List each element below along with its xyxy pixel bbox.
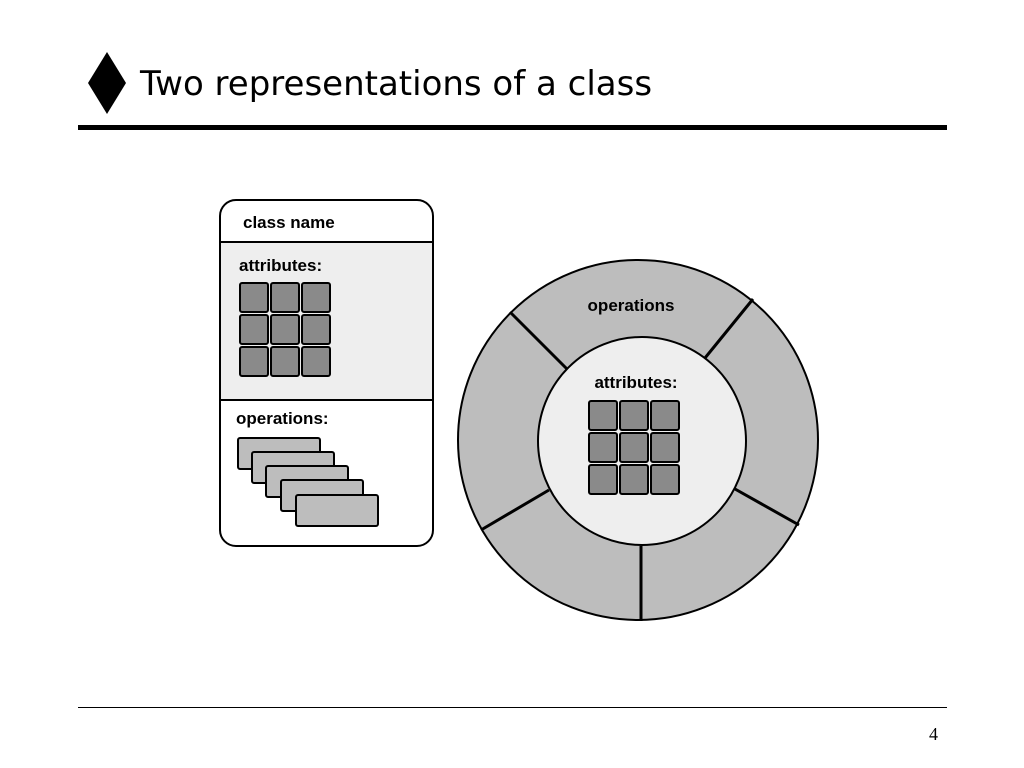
title-divider	[78, 125, 947, 130]
diamond-bullet-icon	[88, 52, 126, 114]
attribute-cell	[619, 464, 649, 495]
attribute-cell	[650, 464, 680, 495]
attribute-cell	[239, 346, 269, 377]
ring-divider	[508, 310, 570, 372]
ring-operations-label: operations	[588, 296, 675, 315]
page-number: 4	[929, 724, 938, 744]
ring-divider	[703, 298, 755, 359]
attribute-cell	[239, 314, 269, 345]
attribute-cell	[301, 346, 331, 377]
attribute-cell	[588, 400, 618, 431]
box-operations-label: operations:	[236, 409, 329, 428]
class-box-representation: class name attributes: operations:	[219, 199, 434, 547]
box-attribute-grid	[239, 282, 331, 377]
slide-header: Two representations of a class	[0, 0, 1024, 140]
operation-card	[295, 494, 379, 527]
attribute-cell	[270, 314, 300, 345]
attribute-cell	[650, 400, 680, 431]
attribute-cell	[588, 464, 618, 495]
attribute-cell	[588, 432, 618, 463]
box-operation-stack	[237, 437, 379, 527]
core-attribute-grid	[588, 400, 680, 495]
ring-divider	[480, 488, 550, 532]
ring-divider	[734, 487, 800, 527]
attribute-cell	[619, 432, 649, 463]
class-name-label: class name	[243, 213, 335, 232]
attribute-cell	[301, 282, 331, 313]
attribute-cell	[270, 346, 300, 377]
attribute-cell	[301, 314, 331, 345]
attribute-cell	[619, 400, 649, 431]
operations-ring-dividers	[480, 298, 800, 621]
attribute-cell	[650, 432, 680, 463]
attribute-cell	[239, 282, 269, 313]
core-attributes-label: attributes:	[594, 373, 677, 392]
class-donut-representation: operations attributes:	[457, 259, 819, 621]
box-attributes-label: attributes:	[239, 256, 322, 275]
footer-divider	[78, 707, 947, 708]
slide-title: Two representations of a class	[140, 64, 653, 104]
attribute-cell	[270, 282, 300, 313]
